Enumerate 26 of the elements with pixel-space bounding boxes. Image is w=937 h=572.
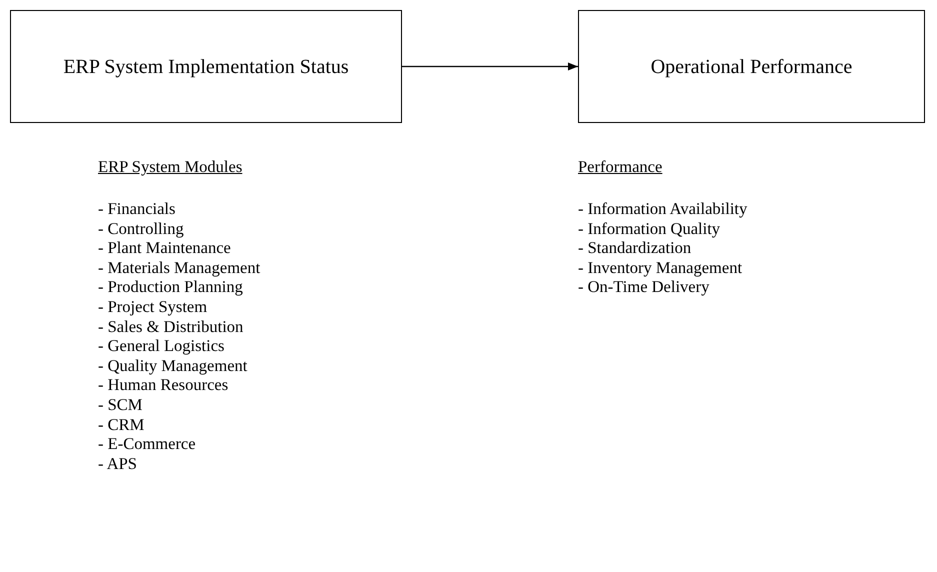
list-item: - Sales & Distribution bbox=[98, 316, 244, 336]
list-item: - Information Quality bbox=[578, 218, 720, 238]
box bbox=[10, 10, 402, 123]
list-item: - Project System bbox=[98, 297, 208, 317]
list-item: - Quality Management bbox=[98, 356, 248, 376]
list-item: - Standardization bbox=[578, 238, 692, 258]
list-item: - On-Time Delivery bbox=[578, 277, 710, 298]
list-item: - SCM bbox=[98, 395, 142, 415]
list-item: - General Logistics bbox=[98, 336, 224, 356]
list-item: - Human Resources bbox=[98, 375, 228, 396]
box bbox=[578, 10, 925, 123]
list-item: - CRM bbox=[98, 414, 144, 434]
list-item: - APS bbox=[98, 454, 137, 474]
list-item: - Inventory Management bbox=[578, 258, 742, 278]
list-item: - Controlling bbox=[98, 218, 184, 238]
list-item: - Production Planning bbox=[98, 277, 243, 298]
list-item: - Information Availability bbox=[578, 199, 748, 219]
list-item: - Plant Maintenance bbox=[98, 238, 231, 258]
arrow bbox=[402, 62, 578, 70]
list-item: - Financials bbox=[98, 199, 176, 219]
box-label: ERP System Implementation Status bbox=[62, 54, 350, 80]
list-heading: ERP System Modules bbox=[98, 157, 242, 177]
list-item: - E-Commerce bbox=[98, 434, 196, 454]
box-label: Operational Performance bbox=[650, 54, 854, 80]
list-heading: Performance bbox=[578, 157, 662, 177]
list-item: - Materials Management bbox=[98, 258, 260, 278]
